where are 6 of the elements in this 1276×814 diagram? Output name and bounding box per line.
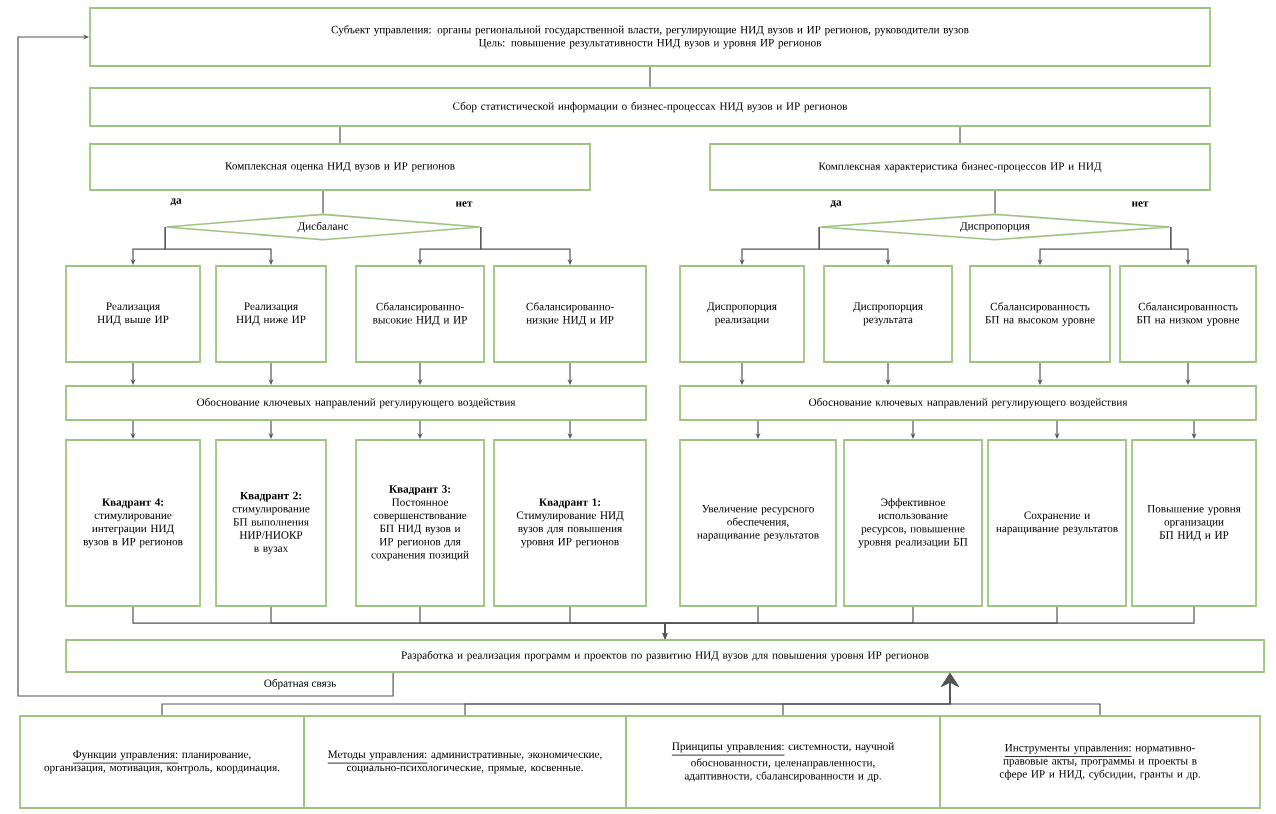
connector-line	[959, 126, 961, 144]
arrow	[17, 34, 394, 697]
connector-line	[649, 66, 651, 88]
connector-line	[994, 190, 996, 214]
connector-line	[339, 126, 341, 144]
connector-line	[322, 190, 324, 214]
